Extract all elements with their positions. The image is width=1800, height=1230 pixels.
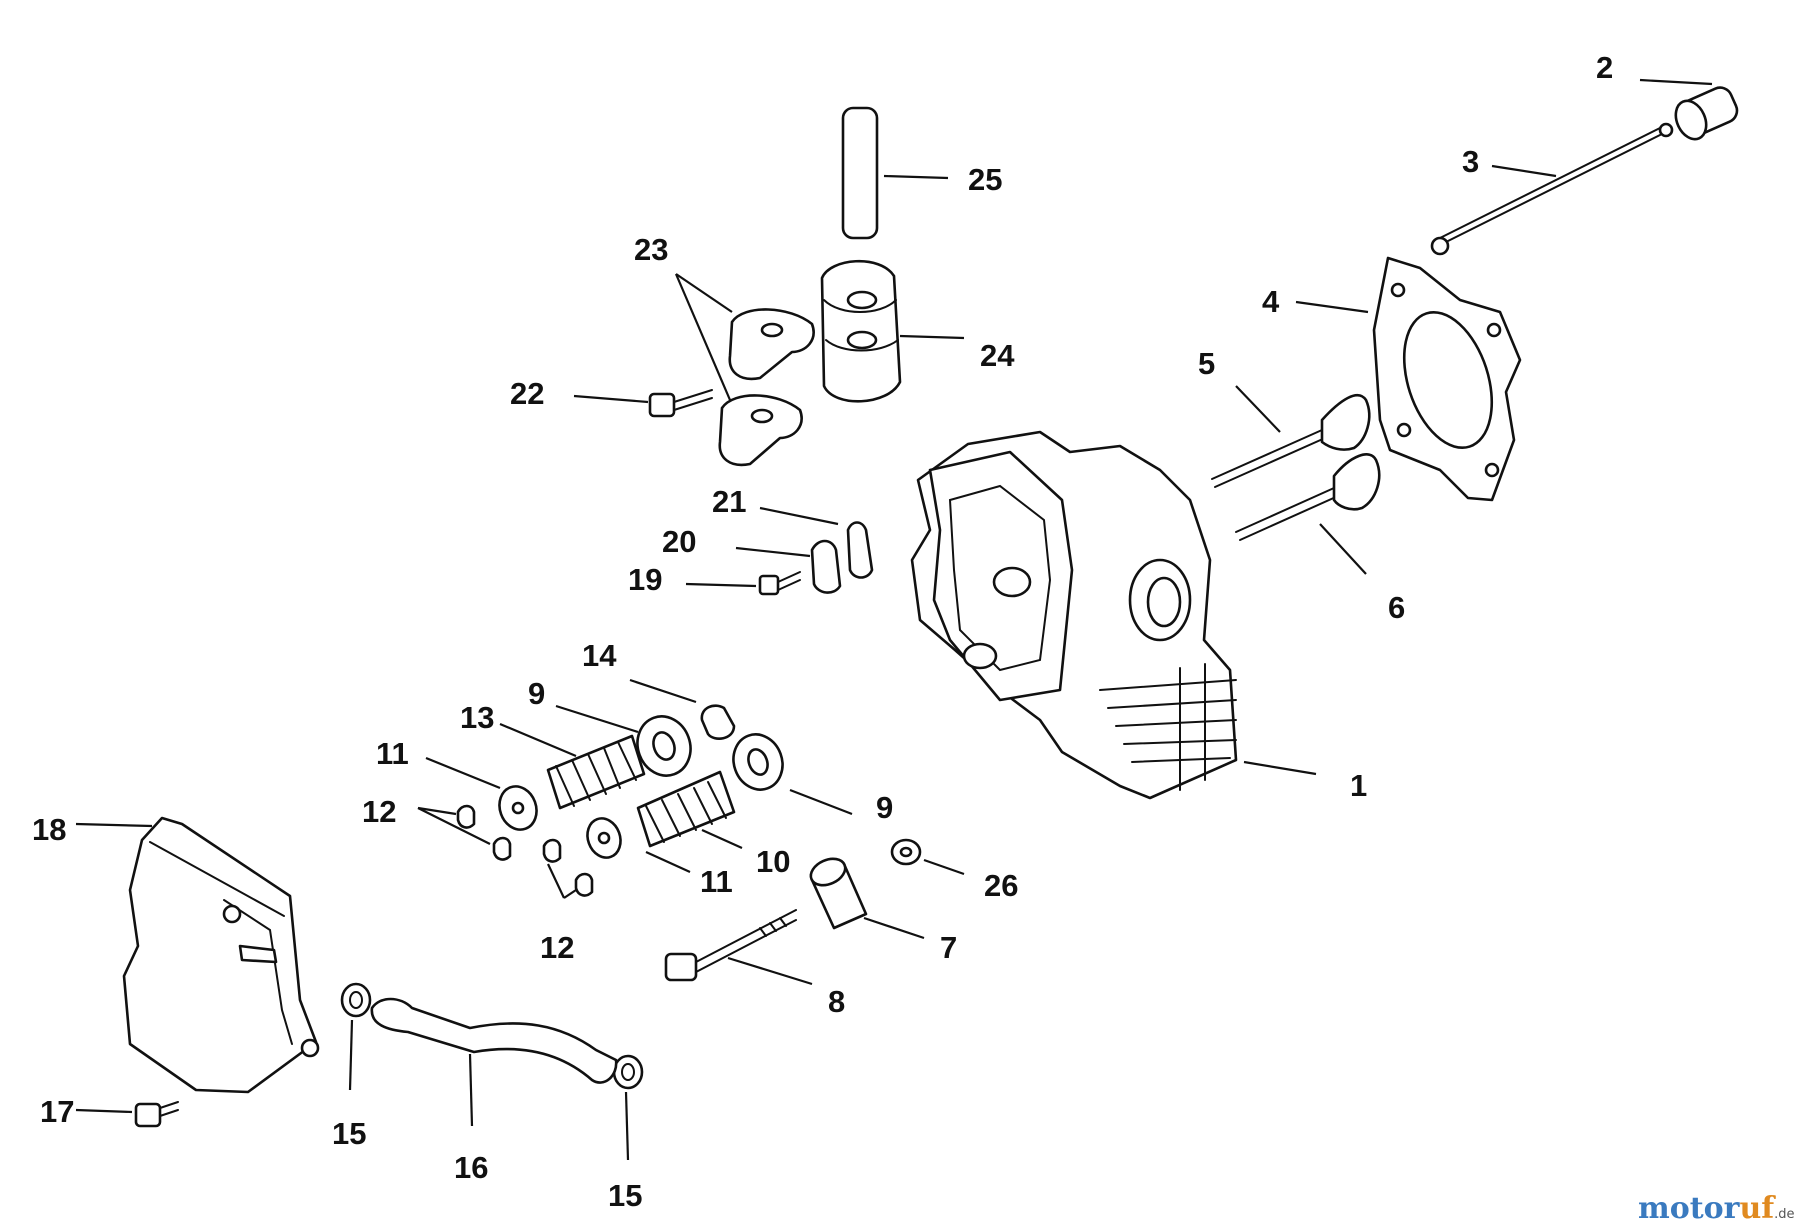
part-25-pin bbox=[841, 106, 879, 240]
part-11-seat-lower bbox=[586, 817, 622, 859]
part-23-rocker-arm-upper bbox=[728, 308, 815, 381]
callout-2: 2 bbox=[1596, 50, 1613, 85]
callout-9-lower: 9 bbox=[876, 790, 893, 825]
callout-26: 26 bbox=[984, 868, 1018, 903]
callout-3: 3 bbox=[1462, 144, 1479, 179]
part-7-bushing bbox=[809, 857, 868, 930]
callout-4: 4 bbox=[1262, 284, 1280, 319]
callout-18: 18 bbox=[32, 812, 66, 847]
callout-12-left: 12 bbox=[362, 794, 396, 829]
callout-labels: 1 2 3 4 5 6 7 8 9 9 10 11 11 12 12 13 14… bbox=[32, 50, 1613, 1213]
callout-6: 6 bbox=[1388, 590, 1405, 625]
part-21-plate bbox=[846, 521, 874, 579]
callout-9-upper: 9 bbox=[528, 676, 545, 711]
part-12-keepers-left bbox=[456, 804, 512, 861]
part-9-retainer-upper bbox=[636, 715, 692, 777]
part-20-plate bbox=[810, 539, 842, 594]
part-4-gasket bbox=[1372, 256, 1522, 502]
watermark-text: motoruf.de bbox=[1638, 1191, 1795, 1226]
callout-22: 22 bbox=[510, 376, 544, 411]
part-8-bolt bbox=[664, 909, 797, 982]
callout-15-left: 15 bbox=[332, 1116, 366, 1151]
part-17-bolt bbox=[134, 1101, 179, 1128]
motoruf-watermark: motoruf.de bbox=[1638, 1191, 1795, 1226]
part-6-valve bbox=[1235, 453, 1381, 541]
part-24-bracket bbox=[820, 259, 902, 403]
callout-10: 10 bbox=[756, 844, 790, 879]
part-22-bolt bbox=[648, 389, 713, 418]
part-11-seat-upper bbox=[498, 785, 538, 831]
part-15-clamp-left bbox=[340, 982, 372, 1018]
callout-7: 7 bbox=[940, 930, 957, 965]
part-9-retainer-lower bbox=[732, 733, 784, 791]
callout-19: 19 bbox=[628, 562, 662, 597]
part-19-bolt bbox=[758, 571, 801, 596]
part-2-cap bbox=[1674, 86, 1739, 141]
callout-1: 1 bbox=[1350, 768, 1367, 803]
part-1-cylinder-head bbox=[910, 430, 1238, 800]
callout-21: 21 bbox=[712, 484, 746, 519]
part-3-push-rod bbox=[1430, 122, 1674, 256]
part-10-spring bbox=[636, 770, 736, 848]
callout-25: 25 bbox=[968, 162, 1002, 197]
part-16-hose bbox=[370, 997, 618, 1084]
callout-15-right: 15 bbox=[608, 1178, 642, 1213]
part-15-clamp-right bbox=[612, 1054, 644, 1090]
part-23-rocker-arm-lower bbox=[718, 394, 803, 467]
callout-16: 16 bbox=[454, 1150, 488, 1185]
callout-24: 24 bbox=[980, 338, 1015, 373]
callout-8: 8 bbox=[828, 984, 845, 1019]
leader-lines bbox=[75, 78, 1713, 1161]
callout-23: 23 bbox=[634, 232, 668, 267]
callout-14: 14 bbox=[582, 638, 617, 673]
part-26-washer bbox=[890, 838, 922, 866]
part-13-spring bbox=[546, 734, 646, 810]
callout-11-upper: 11 bbox=[376, 736, 409, 771]
part-12-keepers-right bbox=[542, 838, 594, 897]
callout-12-right: 12 bbox=[540, 930, 574, 965]
callout-11-lower: 11 bbox=[700, 864, 733, 899]
part-5-valve bbox=[1211, 393, 1371, 488]
part-18-valve-cover bbox=[122, 816, 320, 1094]
part-14-cap bbox=[700, 704, 736, 740]
callout-17: 17 bbox=[40, 1094, 74, 1129]
callout-5: 5 bbox=[1198, 346, 1215, 381]
callout-20: 20 bbox=[662, 524, 696, 559]
callout-13: 13 bbox=[460, 700, 494, 735]
